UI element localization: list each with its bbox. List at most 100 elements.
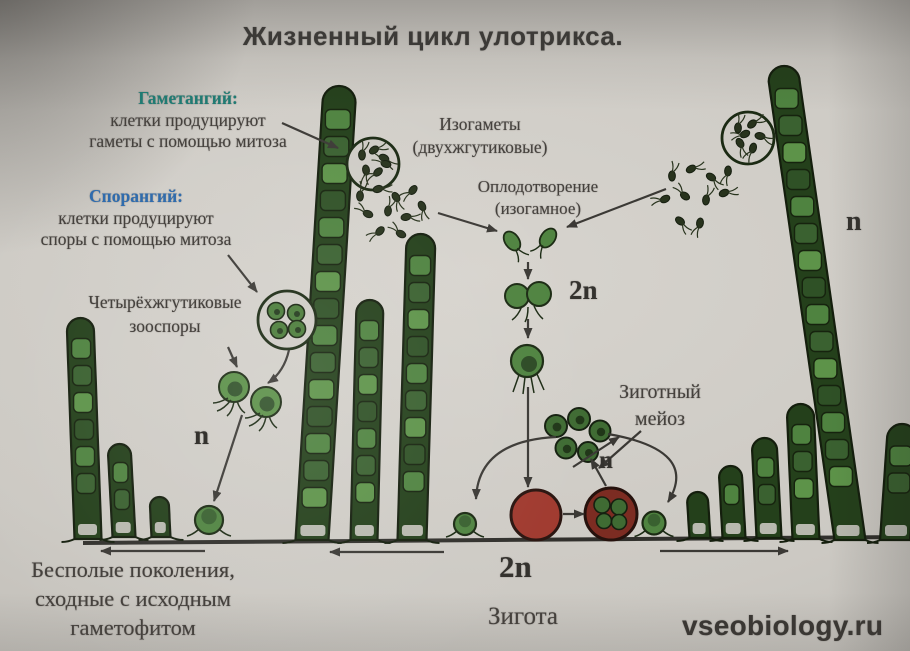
gamete bbox=[668, 160, 680, 182]
algae-filament bbox=[709, 464, 759, 542]
ellipse-shape bbox=[696, 217, 704, 229]
ellipse-shape bbox=[356, 190, 364, 202]
isogamete bbox=[502, 230, 530, 263]
path-shape bbox=[713, 178, 724, 191]
ellipse-shape bbox=[400, 213, 412, 221]
zoospores-label-block: Четырёхжгутиковые зооспоры bbox=[45, 290, 285, 338]
circle-shape bbox=[227, 381, 243, 397]
isogametes-line2: (двухжгутиковые) bbox=[412, 137, 548, 157]
circle-shape bbox=[201, 508, 217, 525]
gamete bbox=[356, 180, 368, 202]
circle-shape bbox=[552, 422, 562, 432]
watermark-text: vseobiology.ru bbox=[682, 610, 884, 641]
algae-cell bbox=[406, 335, 429, 358]
algae-cell bbox=[820, 411, 846, 434]
algae-cell bbox=[355, 454, 377, 477]
holdfast-feet bbox=[138, 536, 184, 541]
zoospores-line2: зооспоры bbox=[129, 316, 201, 336]
sporangium-desc-line1: клетки продуцируют bbox=[58, 207, 214, 228]
path-shape bbox=[387, 221, 399, 233]
algae-cell bbox=[828, 465, 854, 488]
gamete bbox=[675, 216, 693, 235]
meiosis-line1: Зиготный bbox=[619, 381, 701, 403]
algae-cell bbox=[304, 432, 332, 455]
fertilization-label-block: Оплодотворение (изогамное) bbox=[440, 176, 636, 220]
algae-cell bbox=[813, 357, 838, 380]
flow-arrow bbox=[267, 349, 291, 384]
algae-cell bbox=[318, 216, 345, 239]
algae-cell bbox=[75, 472, 97, 495]
circle-shape bbox=[647, 513, 661, 527]
gamete bbox=[363, 167, 383, 183]
germinating-cell bbox=[634, 510, 674, 538]
gamete bbox=[650, 194, 671, 207]
algae-cell bbox=[407, 308, 430, 331]
path-shape bbox=[512, 373, 545, 395]
asexual-line1: Бесполые поколения, bbox=[31, 557, 235, 582]
algae-cell bbox=[306, 405, 333, 428]
path-shape bbox=[742, 151, 753, 163]
path-shape bbox=[409, 213, 421, 222]
path-shape bbox=[377, 141, 389, 151]
algae-filament bbox=[743, 436, 795, 542]
flow-arrow bbox=[227, 254, 258, 293]
path-shape bbox=[381, 184, 393, 193]
algae-cell bbox=[112, 461, 129, 484]
algae-cell bbox=[73, 418, 95, 441]
algae-cell bbox=[402, 470, 425, 493]
algae-cell bbox=[74, 445, 96, 468]
path-shape bbox=[361, 139, 370, 152]
gamete bbox=[400, 213, 421, 222]
algae-cell bbox=[70, 337, 92, 360]
gamete bbox=[368, 141, 389, 155]
gamete bbox=[384, 195, 397, 217]
path-shape bbox=[727, 186, 739, 196]
ploidy-n-gametophyte: n bbox=[846, 206, 862, 237]
path-shape bbox=[705, 184, 715, 197]
circle-shape bbox=[562, 444, 572, 454]
circle-shape bbox=[504, 283, 530, 309]
gamete bbox=[705, 172, 724, 191]
gamete bbox=[685, 161, 706, 174]
ellipse-shape bbox=[391, 191, 401, 203]
algae-filament bbox=[866, 422, 910, 544]
algae-filament bbox=[61, 316, 115, 543]
flow-arrow bbox=[566, 187, 667, 229]
algae-cell bbox=[303, 459, 330, 482]
holdfast-base bbox=[115, 522, 131, 533]
meiotic-cell bbox=[610, 498, 628, 516]
algae-cell bbox=[791, 423, 812, 446]
path-shape bbox=[398, 191, 411, 202]
gamete bbox=[417, 200, 430, 221]
gamete bbox=[719, 165, 732, 187]
path-shape bbox=[371, 153, 383, 164]
holdfast-base bbox=[885, 525, 907, 536]
ploidy-n-zoospores: n bbox=[194, 420, 210, 450]
path-shape bbox=[186, 529, 232, 537]
algae-cell bbox=[723, 483, 740, 506]
algae-cell bbox=[355, 481, 376, 504]
algae-cell bbox=[72, 391, 94, 414]
gamete bbox=[372, 184, 393, 194]
holdfast-base bbox=[78, 524, 97, 535]
algae-cell bbox=[824, 438, 850, 461]
algae-cell bbox=[313, 297, 340, 320]
meiotic-cell bbox=[593, 496, 611, 514]
young-zygote-cell bbox=[509, 343, 545, 395]
circle-shape bbox=[458, 515, 472, 528]
algae-cell bbox=[71, 364, 93, 387]
algae-cell bbox=[113, 488, 131, 511]
circle-shape bbox=[583, 486, 639, 542]
ellipse-shape bbox=[417, 200, 427, 212]
circle-shape bbox=[596, 427, 606, 437]
algae-cell bbox=[805, 303, 830, 326]
holdfast-base bbox=[300, 525, 326, 536]
path-shape bbox=[395, 200, 405, 212]
asexual-line3: гаметофитом bbox=[70, 615, 196, 640]
ellipse-shape bbox=[395, 229, 407, 239]
path-shape bbox=[530, 243, 544, 259]
gamete bbox=[754, 132, 775, 146]
algae-cell bbox=[801, 276, 826, 299]
path-shape bbox=[763, 136, 775, 146]
